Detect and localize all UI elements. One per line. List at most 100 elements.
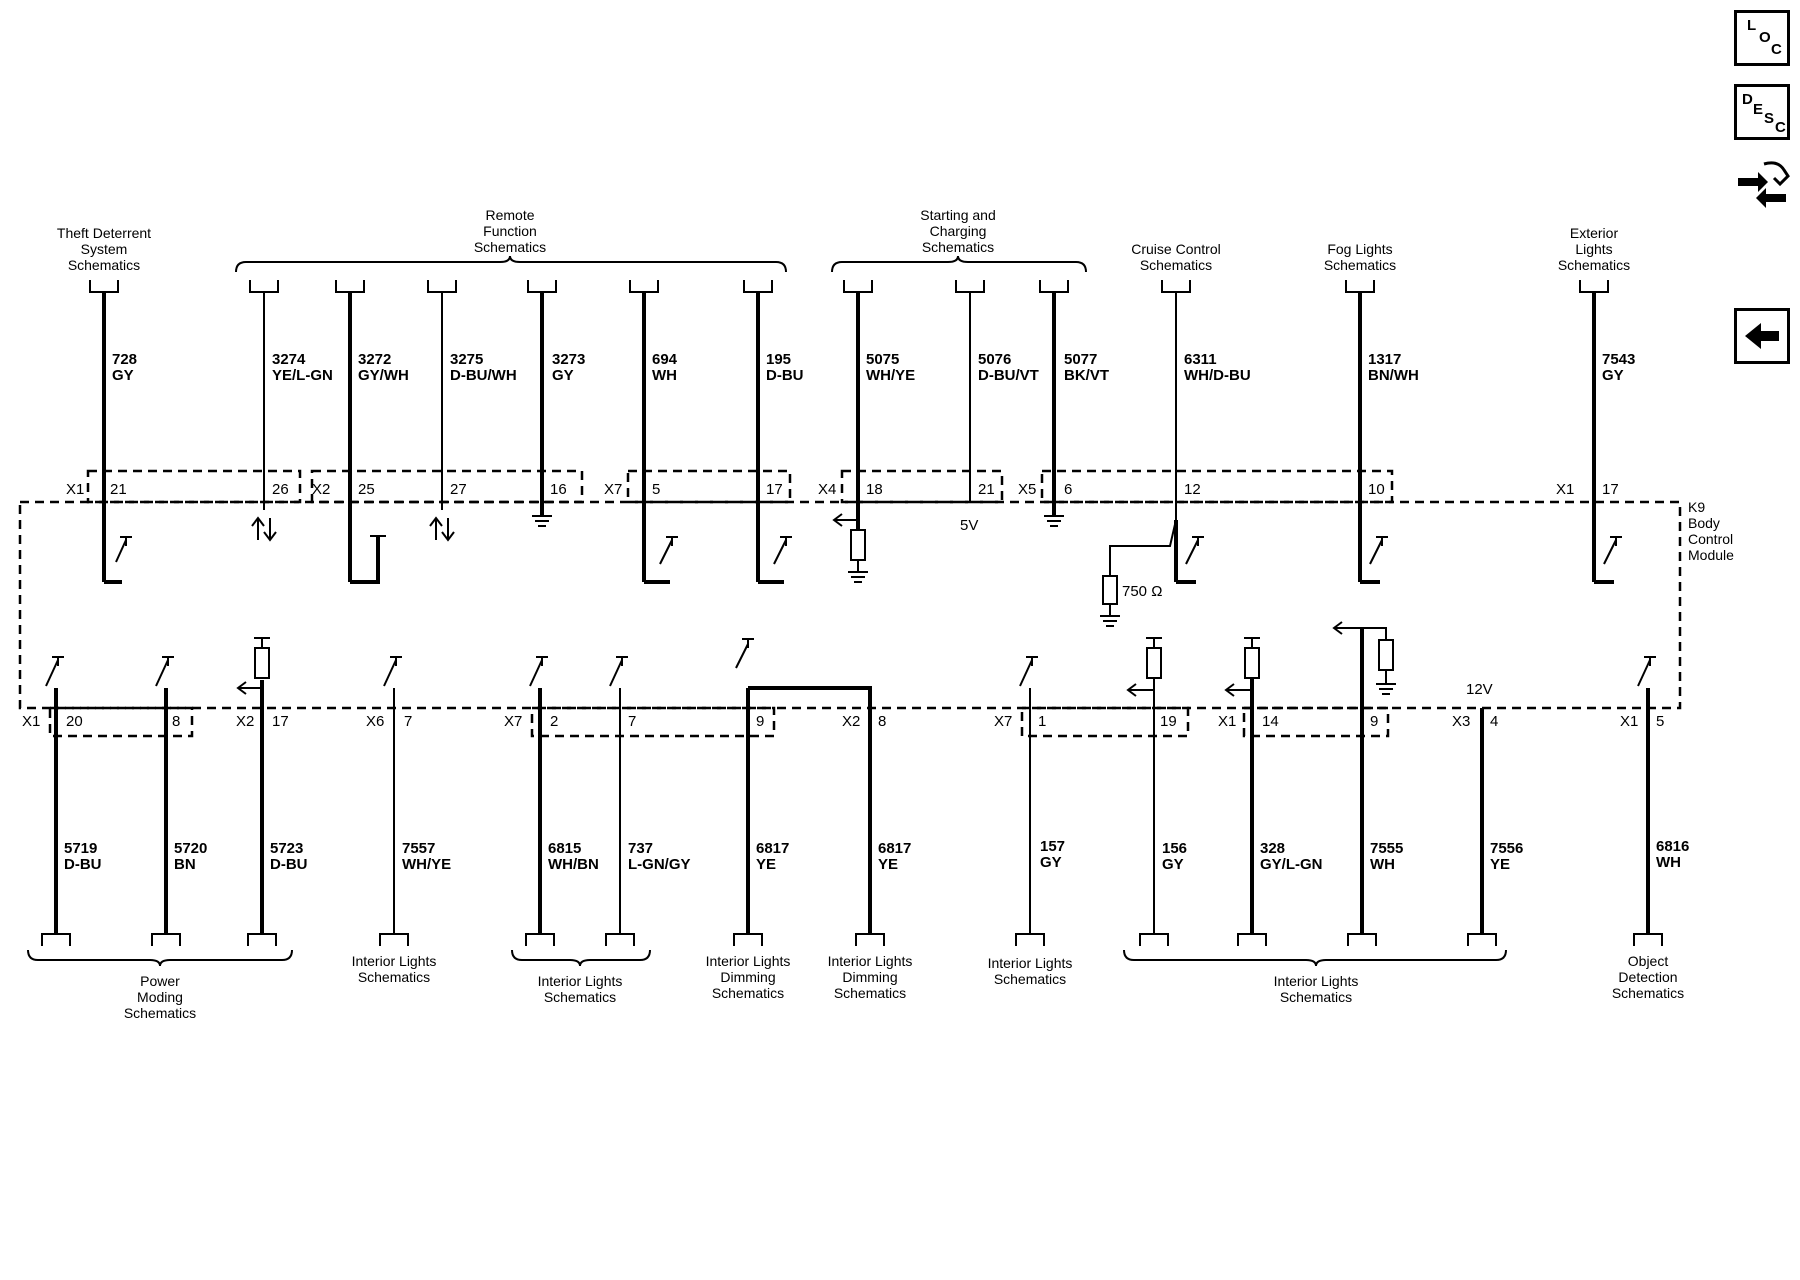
module-boundary	[18, 500, 1682, 710]
connector-box-x2-top	[310, 469, 584, 504]
svg-text:GY: GY	[112, 367, 134, 384]
bottom-wire-6817-a: 6817 YE 9	[733, 638, 872, 946]
svg-text:Fog Lights: Fog Lights	[1327, 241, 1392, 257]
svg-text:YE/L-GN: YE/L-GN	[272, 367, 333, 384]
svg-text:BK/VT: BK/VT	[1064, 367, 1109, 384]
svg-text:5719: 5719	[64, 840, 97, 857]
bottom-group-interior-lights-157: Interior Lights Schematics	[988, 955, 1073, 987]
svg-text:X7: X7	[994, 713, 1012, 730]
connector-box-x1-bottom	[48, 706, 194, 738]
bottom-wire-737: 737 L-GN/GY 7	[605, 656, 691, 946]
svg-text:GY: GY	[1162, 856, 1184, 873]
svg-text:12: 12	[1184, 481, 1201, 498]
module-name: Body	[1688, 515, 1720, 531]
bottom-wire-6817-b: 6817 YE X2 8	[842, 713, 911, 946]
svg-text:17: 17	[1602, 481, 1619, 498]
top-wire-1317: 1317 BN/WH 10	[1345, 280, 1419, 584]
svg-text:Object: Object	[1628, 953, 1669, 969]
back-arrow-icon	[1745, 323, 1779, 349]
svg-text:X1: X1	[1556, 481, 1574, 498]
svg-text:Schematics: Schematics	[68, 257, 140, 273]
svg-text:GY: GY	[1602, 367, 1624, 384]
svg-text:Schematics: Schematics	[474, 239, 546, 255]
connector-box-x1b-bottom	[1242, 706, 1390, 738]
svg-text:D-BU/VT: D-BU/VT	[978, 367, 1039, 384]
svg-text:WH/YE: WH/YE	[402, 856, 451, 873]
top-wire-195: 195 D-BU 17	[743, 280, 804, 584]
svg-text:3275: 3275	[450, 351, 483, 368]
top-wire-728: 728 GY X1 21	[66, 280, 137, 584]
svg-text:X2: X2	[842, 713, 860, 730]
svg-text:26: 26	[272, 481, 289, 498]
svg-text:Schematics: Schematics	[124, 1005, 196, 1021]
svg-text:D-BU/WH: D-BU/WH	[450, 367, 517, 384]
loc-letter: C	[1771, 41, 1782, 58]
top-group-fog-lights: Fog Lights Schematics	[1324, 241, 1396, 273]
svg-text:7557: 7557	[402, 840, 435, 857]
svg-text:YE: YE	[756, 856, 776, 873]
top-group-remote-function: Remote Function Schematics	[474, 207, 546, 255]
svg-text:5077: 5077	[1064, 351, 1097, 368]
svg-text:GY: GY	[552, 367, 574, 384]
loc-letter: O	[1759, 29, 1771, 46]
loc-button[interactable]: L O C	[1734, 10, 1790, 66]
svg-text:1: 1	[1038, 713, 1046, 730]
svg-text:14: 14	[1262, 713, 1279, 730]
svg-text:19: 19	[1160, 713, 1177, 730]
desc-button[interactable]: D E S C	[1734, 84, 1790, 140]
svg-text:6815: 6815	[548, 840, 581, 857]
supply-12v-label: 12V	[1466, 681, 1493, 698]
svg-text:6816: 6816	[1656, 838, 1689, 855]
svg-text:3272: 3272	[358, 351, 391, 368]
bottom-brace-interior-lights-a	[511, 949, 651, 967]
svg-text:X2: X2	[312, 481, 330, 498]
svg-text:X3: X3	[1452, 713, 1470, 730]
top-wire-3275: 3275 D-BU/WH 27	[427, 280, 517, 542]
bottom-wire-157: 157 GY X7 1	[994, 656, 1065, 946]
svg-text:328: 328	[1260, 840, 1285, 857]
svg-text:Schematics: Schematics	[1558, 257, 1630, 273]
svg-text:X2: X2	[236, 713, 254, 730]
svg-text:20: 20	[66, 713, 83, 730]
svg-text:3273: 3273	[552, 351, 585, 368]
svg-text:Schematics: Schematics	[1612, 985, 1684, 1001]
top-brace-starting-charging	[831, 255, 1087, 273]
svg-text:Function: Function	[483, 223, 537, 239]
svg-text:16: 16	[550, 481, 567, 498]
bottom-wire-7555: 7555 WH 9	[1332, 621, 1403, 946]
svg-text:YE: YE	[1490, 856, 1510, 873]
svg-text:5720: 5720	[174, 840, 207, 857]
svg-text:6311: 6311	[1184, 351, 1217, 368]
bottom-wire-156: 156 GY 19	[1126, 637, 1187, 946]
top-wire-5077: 5077 BK/VT X5 6	[1018, 280, 1109, 527]
svg-text:1317: 1317	[1368, 351, 1401, 368]
svg-text:694: 694	[652, 351, 678, 368]
svg-text:3274: 3274	[272, 351, 306, 368]
svg-text:Detection: Detection	[1618, 969, 1677, 985]
svg-text:Lights: Lights	[1575, 241, 1612, 257]
back-button[interactable]	[1734, 308, 1790, 364]
bottom-wire-5723: 5723 D-BU X2 17	[236, 637, 308, 946]
supply-5v-label: 5V	[960, 517, 978, 534]
svg-text:Schematics: Schematics	[1324, 257, 1396, 273]
svg-text:Starting and: Starting and	[920, 207, 996, 223]
svg-text:6817: 6817	[878, 840, 911, 857]
svg-text:GY/WH: GY/WH	[358, 367, 409, 384]
svg-text:18: 18	[866, 481, 883, 498]
svg-text:GY/L-GN: GY/L-GN	[1260, 856, 1323, 873]
svg-text:Schematics: Schematics	[1140, 257, 1212, 273]
svg-text:D-BU: D-BU	[270, 856, 308, 873]
svg-text:Schematics: Schematics	[834, 985, 906, 1001]
svg-text:X5: X5	[1018, 481, 1036, 498]
svg-text:Dimming: Dimming	[842, 969, 897, 985]
connector-tool-icon[interactable]	[1734, 154, 1790, 214]
svg-text:D-BU: D-BU	[766, 367, 804, 384]
svg-text:WH/BN: WH/BN	[548, 856, 599, 873]
bottom-group-interior-lights-group: Interior Lights Schematics	[1274, 973, 1359, 1005]
svg-text:9: 9	[756, 713, 764, 730]
svg-text:X7: X7	[604, 481, 622, 498]
svg-text:X4: X4	[818, 481, 836, 498]
svg-text:X1: X1	[66, 481, 84, 498]
svg-text:7555: 7555	[1370, 840, 1403, 857]
svg-text:4: 4	[1490, 713, 1498, 730]
